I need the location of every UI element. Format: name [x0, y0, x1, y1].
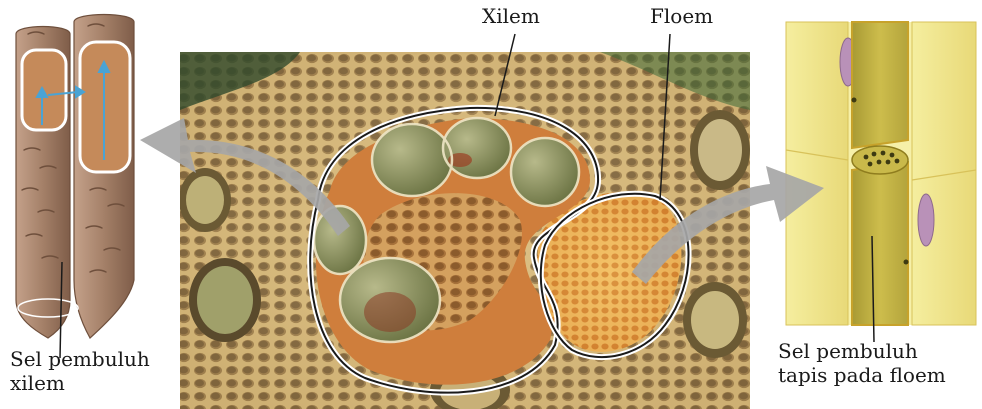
xylem-cell-label: Sel pembuluh xilem [10, 347, 150, 395]
phloem-sieve-tube-illustration [786, 22, 976, 342]
xylem-vessel-cell-illustration [16, 15, 134, 359]
xylem-label: Xilem [482, 4, 540, 28]
phloem-label: Floem [650, 4, 713, 28]
xylem-cell-label-line-1: Sel pembuluh [10, 347, 150, 371]
phloem-cell-label-line-2: tapis pada floem [778, 363, 946, 387]
phloem-cell-label-line-1: Sel pembuluh [778, 339, 946, 363]
phloem-cell-label: Sel pembuluh tapis pada floem [778, 339, 946, 387]
xylem-cell-label-line-2: xilem [10, 371, 150, 395]
